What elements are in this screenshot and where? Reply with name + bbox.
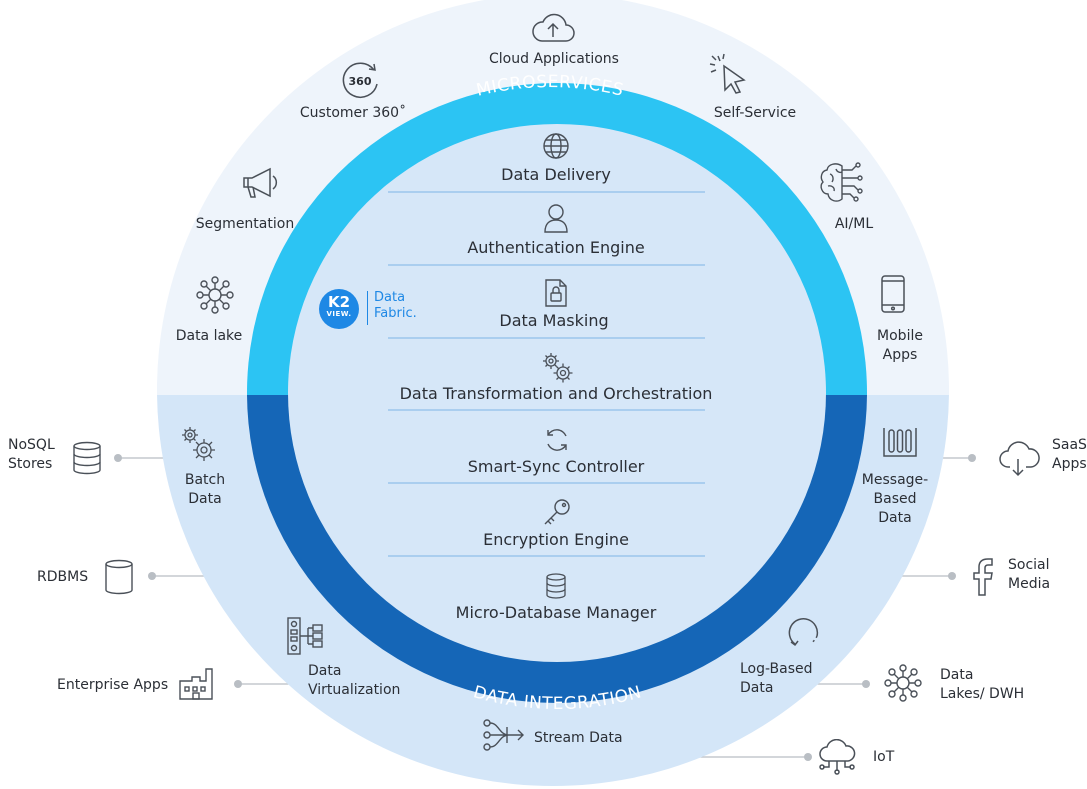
component-smart-sync-controller: Smart-Sync Controller — [467, 457, 645, 476]
label-mobile-apps-line2: Apps — [882, 347, 918, 363]
ring — [247, 83, 867, 703]
label-saas-apps-line1: SaaS — [1052, 437, 1087, 453]
factory-icon — [178, 667, 218, 701]
label-self-service: Self-Service — [713, 105, 797, 121]
logo-text: Data Fabric. — [374, 290, 417, 322]
iot-cloud-icon — [817, 739, 857, 775]
label-social-media-line2: Media — [1008, 576, 1051, 592]
logo-mark-k2: K2 — [327, 293, 351, 311]
logo-divider — [367, 291, 368, 325]
component-data-delivery: Data Delivery — [501, 165, 611, 184]
label-rdbms: RDBMS — [37, 569, 89, 585]
cursor-click-icon — [708, 52, 752, 94]
label-log-based-data-line2: Data — [740, 680, 774, 696]
label-data-lakes-dwh: Data Lakes/ DWH — [940, 666, 1024, 704]
globe-icon — [542, 132, 570, 160]
label-saas-apps-line2: Apps — [1052, 456, 1087, 472]
label-social-media-line1: Social — [1008, 557, 1050, 573]
label-social-media: Social Media — [1008, 556, 1050, 594]
label-data-lakes-dwh-line2: Lakes/ DWH — [940, 686, 1025, 702]
label-stream-data: Stream Data — [534, 730, 623, 746]
customer-360-icon: 360 — [340, 62, 382, 100]
ai-brain-icon — [818, 160, 866, 206]
label-iot: IoT — [873, 749, 895, 765]
label-saas-apps: SaaS Apps — [1052, 436, 1087, 474]
rdbms-cylinder-icon — [104, 559, 134, 595]
log-loop-icon — [783, 614, 823, 648]
lock-document-icon — [544, 278, 568, 308]
label-segmentation: Segmentation — [195, 216, 295, 232]
virtualization-icon — [286, 616, 326, 656]
label-log-based-data: Log-Based Data — [740, 660, 813, 698]
label-message-based-data-line3: Data — [878, 510, 912, 526]
sync-icon — [544, 426, 570, 454]
label-batch-data-line1: Batch — [184, 472, 226, 488]
label-message-based-data-line2: Based — [873, 491, 917, 507]
component-authentication-engine: Authentication Engine — [467, 238, 645, 257]
label-mobile-apps-line1: Mobile — [877, 328, 923, 344]
message-queue-icon — [880, 426, 920, 458]
nosql-database-icon — [72, 441, 102, 475]
label-nosql-stores-line2: Stores — [8, 456, 53, 472]
label-nosql-stores-line1: NoSQL — [8, 437, 55, 453]
k2view-logo: K2 VIEW. Data Fabric. — [319, 287, 429, 329]
source-connectors — [114, 454, 976, 761]
label-message-based-data: Message- Based Data — [862, 471, 928, 528]
component-micro-database-manager: Micro-Database Manager — [455, 603, 657, 622]
label-data-lakes-dwh-line1: Data — [940, 667, 974, 683]
component-data-transformation: Data Transformation and Orchestration — [399, 384, 713, 403]
network-hub-icon — [196, 276, 234, 314]
label-batch-data: Batch Data — [185, 471, 225, 509]
component-encryption-engine: Encryption Engine — [483, 530, 629, 549]
saas-cloud-icon — [998, 441, 1040, 477]
stream-merge-icon — [483, 718, 527, 752]
label-data-virtualization-line2: Virtualization — [308, 682, 401, 698]
label-data-lake: Data lake — [175, 328, 243, 344]
batch-gears-icon — [179, 424, 219, 464]
database-icon — [545, 573, 567, 599]
label-enterprise-apps: Enterprise Apps — [57, 677, 169, 693]
label-mobile-apps: Mobile Apps — [877, 327, 923, 365]
label-cloud-applications: Cloud Applications — [489, 51, 619, 67]
megaphone-icon — [240, 166, 280, 200]
label-batch-data-line2: Data — [188, 491, 222, 507]
data-lakes-network-icon — [884, 664, 922, 702]
logo-text-line2: Fabric. — [374, 306, 417, 321]
label-nosql-stores: NoSQL Stores — [8, 436, 55, 474]
mobile-phone-icon — [880, 274, 906, 314]
label-data-virtualization-line1: Data — [308, 663, 342, 679]
gears-icon — [540, 350, 574, 384]
logo-mark-view: VIEW. — [326, 310, 352, 318]
customer-360-badge: 360 — [349, 75, 372, 88]
key-icon — [542, 497, 572, 527]
label-customer-360: Customer 360˚ — [299, 105, 407, 121]
k2view-logo-mark: K2 VIEW. — [319, 289, 359, 329]
label-message-based-data-line1: Message- — [861, 472, 929, 488]
logo-text-line1: Data — [374, 290, 406, 305]
user-icon — [543, 203, 569, 233]
label-data-virtualization: Data Virtualization — [308, 662, 400, 700]
cloud-upload-icon — [530, 12, 576, 44]
component-dividers — [388, 191, 705, 557]
facebook-icon — [970, 557, 996, 597]
label-log-based-data-line1: Log-Based — [740, 661, 813, 677]
label-ai-ml: AI/ML — [834, 216, 874, 232]
component-data-masking: Data Masking — [499, 311, 609, 330]
